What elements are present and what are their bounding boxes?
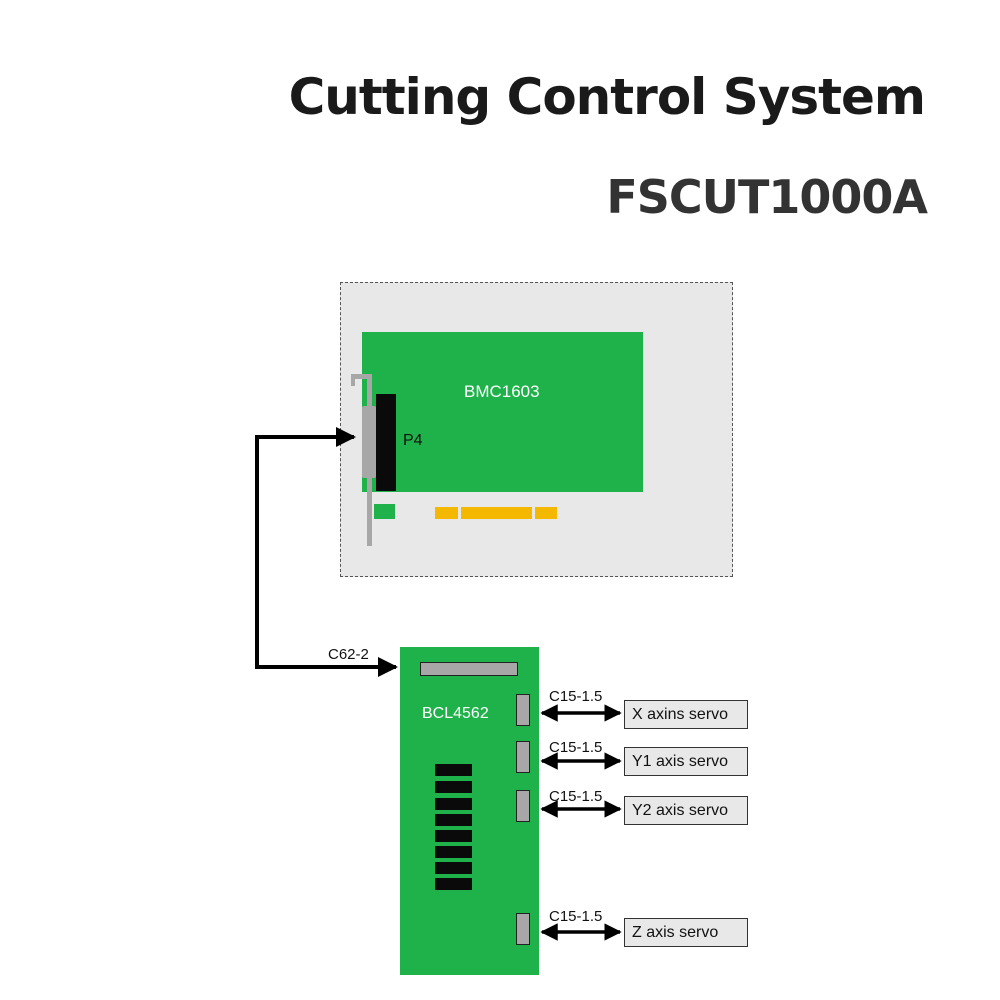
terminal-block [435, 862, 472, 874]
terminal-block [435, 798, 472, 810]
terminal-block [435, 781, 472, 793]
pci-gold-finger-middle [461, 507, 532, 519]
product-model: FSCUT1000A [606, 170, 928, 224]
servo-z-box: Z axis servo [624, 918, 748, 947]
pci-gold-finger-right [535, 507, 557, 519]
bmc-card [362, 332, 643, 492]
servo-x-box: X axins servo [624, 700, 748, 729]
servo-port-y2 [516, 790, 530, 822]
terminal-block [435, 764, 472, 776]
bcl-main-connector [420, 662, 518, 676]
bcl-board-label: BCL4562 [422, 705, 489, 722]
cable-label-x: C15-1.5 [549, 688, 603, 705]
pci-gold-finger-left [435, 507, 458, 519]
cable-label-z: C15-1.5 [549, 908, 603, 925]
terminal-block [435, 846, 472, 858]
bmc-card-label: BMC1603 [464, 382, 540, 401]
servo-port-y1 [516, 741, 530, 773]
cable-label-y2: C15-1.5 [549, 788, 603, 805]
servo-y2-box: Y2 axis servo [624, 796, 748, 825]
servo-port-x [516, 694, 530, 726]
terminal-block [435, 814, 472, 826]
cable-label-y1: C15-1.5 [549, 739, 603, 756]
terminal-block [435, 878, 472, 890]
p4-label: P4 [403, 432, 423, 449]
cable-label-main: C62-2 [328, 646, 369, 663]
servo-port-z [516, 913, 530, 945]
pci-bracket-lip [351, 374, 355, 386]
main-cable-wire [255, 427, 398, 677]
terminal-block [435, 830, 472, 842]
page-title: Cutting Control System [288, 68, 926, 126]
bcl-board [400, 647, 539, 975]
pci-bracket-top [351, 374, 371, 379]
servo-y1-box: Y1 axis servo [624, 747, 748, 776]
